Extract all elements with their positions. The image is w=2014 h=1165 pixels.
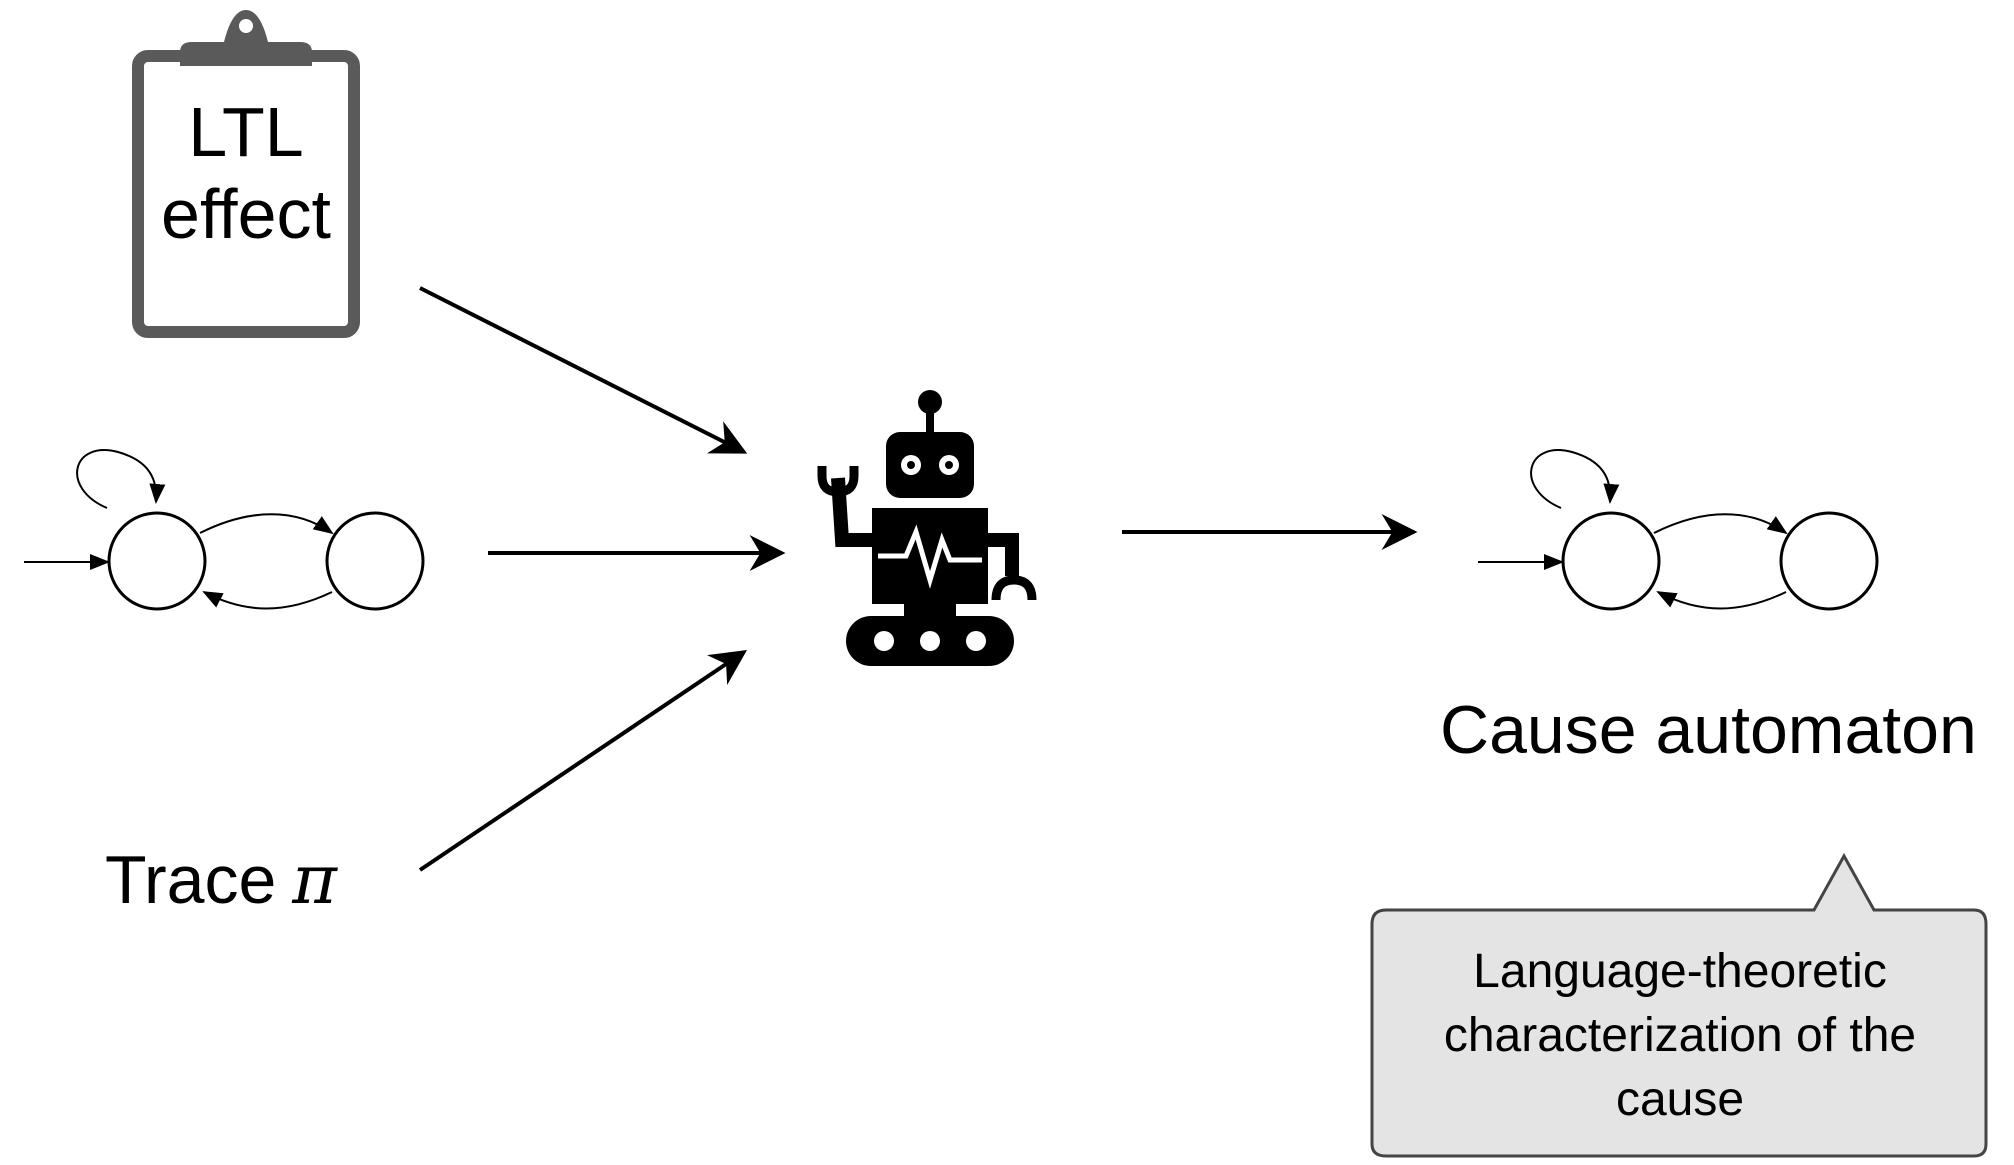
clipboard-text-line1: LTL: [188, 93, 304, 171]
arrow-trace-to-robot: [418, 649, 747, 872]
arrow-effect-to-robot: [419, 286, 748, 454]
robot-icon: [817, 390, 1037, 666]
callout-bubble: [1370, 852, 1988, 1158]
cause-automaton-label: Cause automaton: [1440, 692, 1977, 768]
cause-automaton-diagram: [1478, 449, 1879, 611]
clipboard-text-line2: effect: [161, 175, 331, 253]
callout-text: Language-theoretic characterization of t…: [1380, 940, 1980, 1132]
input-automaton-diagram: [24, 449, 425, 611]
callout-line3: cause: [1615, 1073, 1745, 1126]
trace-pi-symbol: π: [292, 841, 337, 920]
trace-label-text: Trace: [105, 842, 277, 918]
clipboard-icon: [132, 10, 360, 338]
callout-line1: Language-theoretic: [1473, 945, 1887, 998]
callout-line2: characterization of the: [1443, 1009, 1917, 1062]
